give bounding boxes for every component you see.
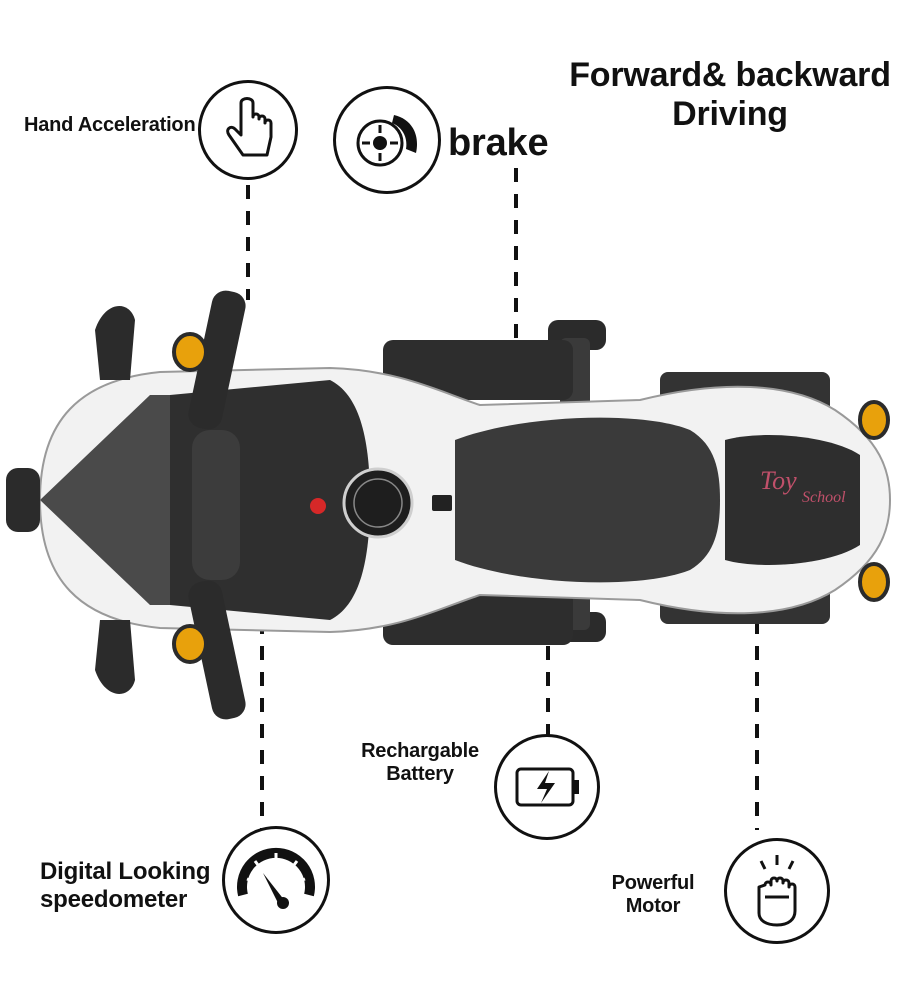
brand-logo-line2: School <box>802 489 846 506</box>
right-grip <box>188 580 246 720</box>
handlebar-stem <box>192 430 240 580</box>
leader-lines <box>246 168 759 830</box>
front-cowl <box>40 395 170 605</box>
brake-label: brake <box>448 122 549 164</box>
battery-label-line2: Battery <box>386 763 454 785</box>
seat <box>455 417 720 583</box>
footboard-top <box>383 340 573 400</box>
right-mirror <box>95 620 135 694</box>
speedometer-label: Digital Looking speedometer <box>40 858 211 913</box>
motor-label-line1: Powerful <box>611 872 695 894</box>
speedometer-icon <box>237 847 315 909</box>
brand-logo: Toy School <box>760 468 846 506</box>
brake-disc-icon <box>356 115 418 167</box>
headline: Forward& backward Driving <box>560 56 900 134</box>
left-mirror <box>95 306 135 380</box>
speedometer-badge <box>222 826 330 934</box>
headline-line1: Forward& backward <box>569 56 891 94</box>
start-button <box>310 498 326 514</box>
front-wheel <box>6 468 40 532</box>
hand-pointer-icon <box>226 97 273 157</box>
battery-label: Rechargable Battery <box>350 740 490 786</box>
brand-logo-line1: Toy <box>760 466 797 495</box>
hand-acceleration-label: Hand Acceleration <box>24 114 196 136</box>
fist-icon <box>757 855 797 927</box>
speedometer-label-line2: speedometer <box>40 885 188 913</box>
hand-acceleration-badge <box>198 80 298 180</box>
rear-seat <box>725 435 860 565</box>
battery-label-line1: Rechargable <box>361 740 479 762</box>
battery-charging-icon <box>515 767 579 807</box>
switch <box>432 495 452 511</box>
motor-badge <box>724 838 830 944</box>
left-grip <box>188 290 246 430</box>
battery-badge <box>494 734 600 840</box>
headline-line2: Driving <box>672 95 788 134</box>
speedometer-label-line1: Digital Looking <box>40 858 211 885</box>
indicators <box>172 332 890 664</box>
motor-label: Powerful Motor <box>598 872 708 918</box>
motor-label-line2: Motor <box>625 895 681 917</box>
brake-badge <box>333 86 441 194</box>
